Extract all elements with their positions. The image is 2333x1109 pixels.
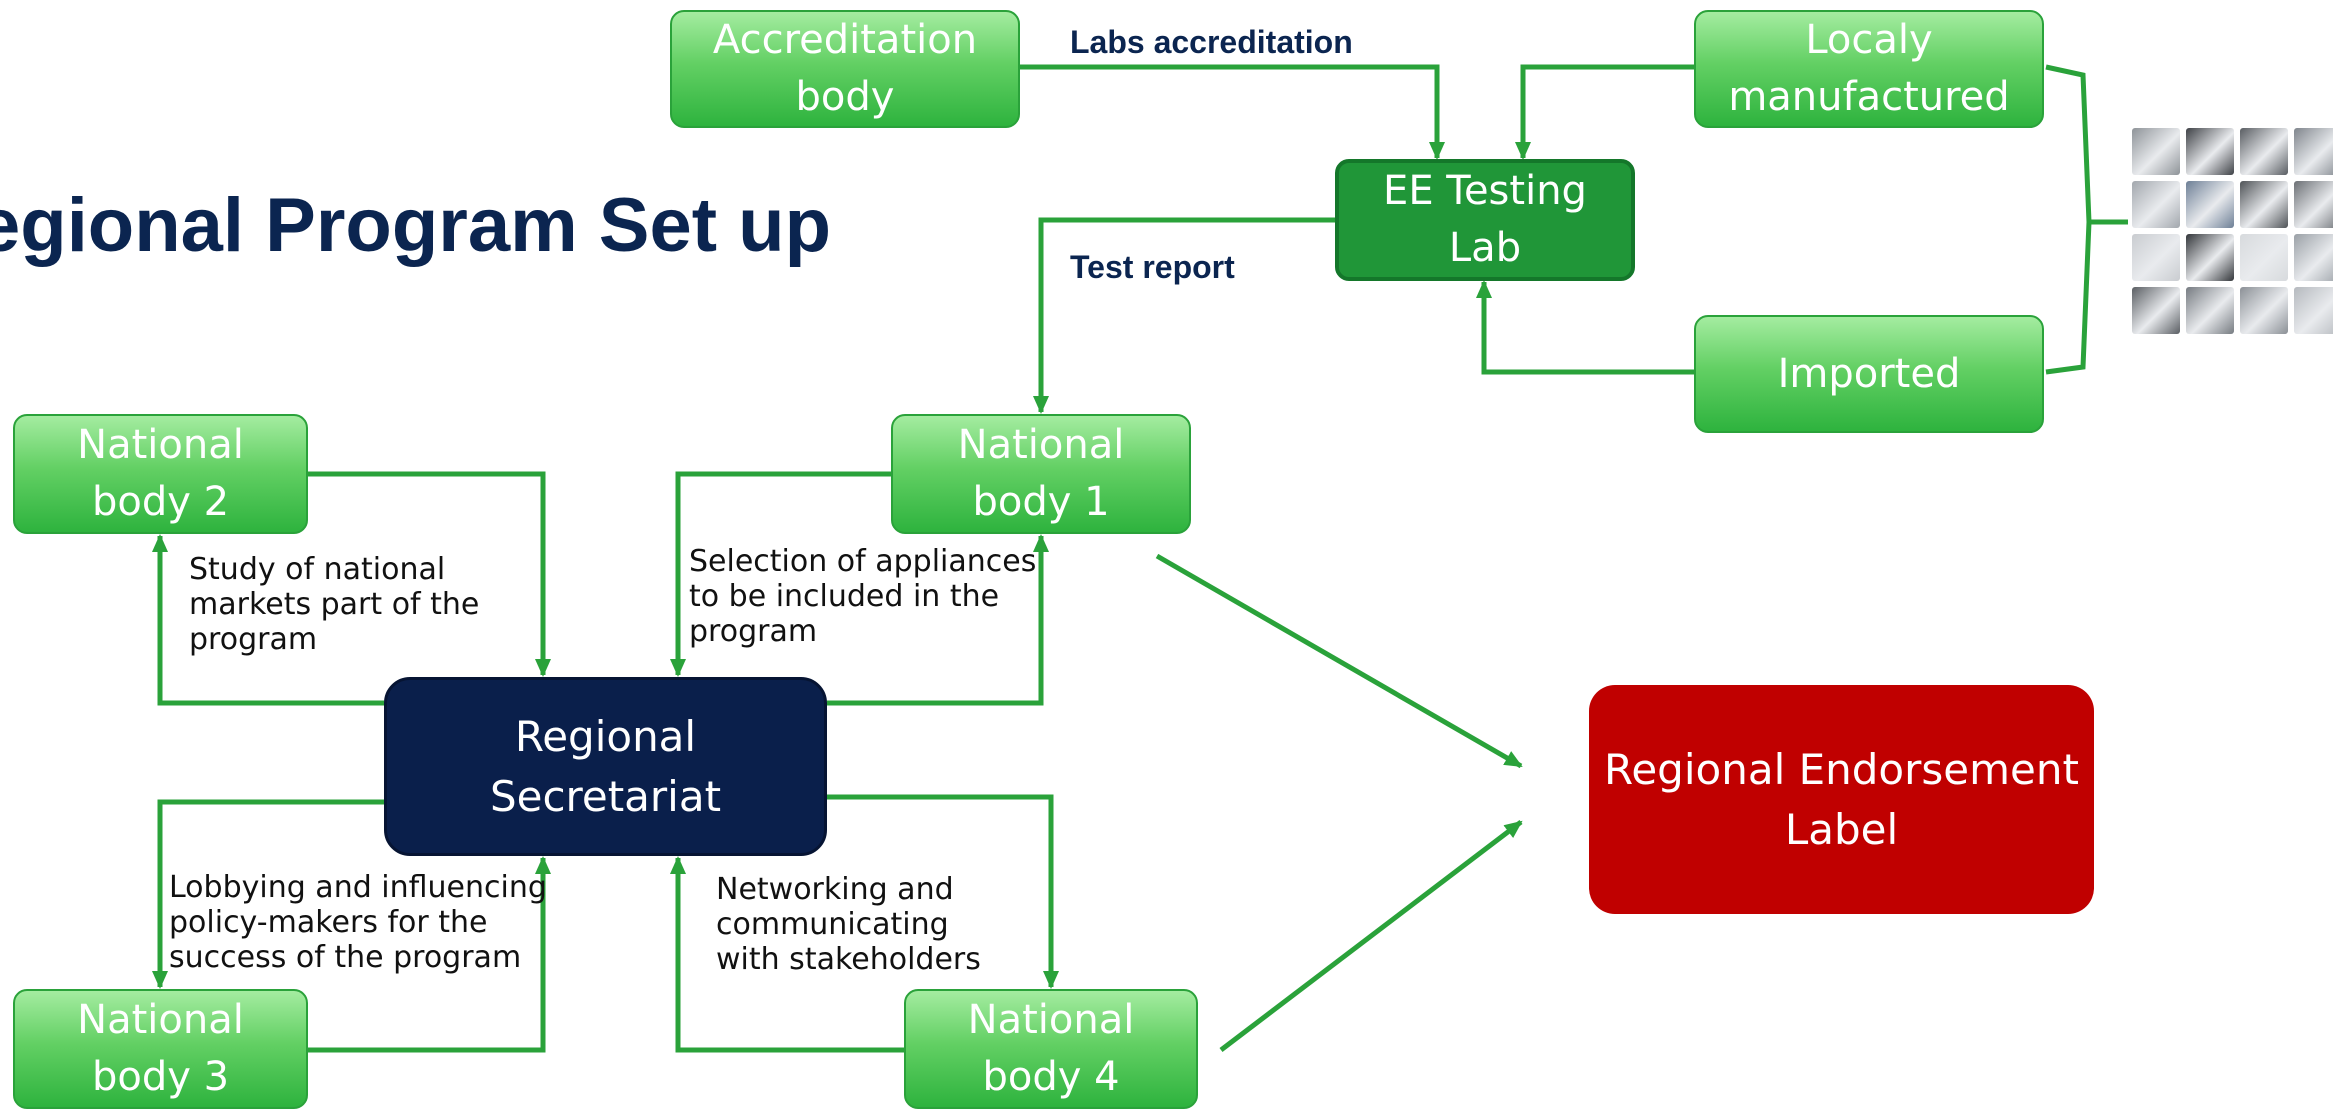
arrow-accreditation-to-lab — [1020, 64, 1445, 160]
arrow-national-body-1-to-secretariat — [670, 471, 891, 677]
appliance-photo-thumbnail — [2240, 128, 2288, 175]
appliance-photo-thumbnail — [2186, 181, 2234, 228]
appliance-photo-thumbnail — [2294, 181, 2333, 228]
national-body-4-label: National body 4 — [967, 997, 1135, 1100]
arrow-national-body-3-to-secretariat — [308, 856, 551, 1053]
test-report-edge-label: Test report — [1070, 249, 1235, 285]
page-title: egional Program Set up — [0, 183, 832, 268]
appliance-photo-thumbnail — [2132, 287, 2180, 334]
ee-testing-lab-node: EE Testing Lab — [1335, 159, 1635, 281]
arrow-secretariat-to-national-body-3 — [152, 799, 384, 989]
bracket-appliance-sources — [2045, 64, 2128, 375]
national-body-3-label: National body 3 — [77, 997, 244, 1100]
appliance-photo-thumbnail — [2132, 181, 2180, 228]
appliance-photo-thumbnail — [2186, 234, 2234, 281]
national-body-2-node: National body 2 — [13, 414, 308, 534]
imported-label: Imported — [1777, 350, 1961, 397]
selection-edge-label: Selection of appliances to be included i… — [689, 544, 1037, 649]
arrow-local-to-lab — [1515, 64, 1694, 160]
accreditation-body-label: Accreditation body — [712, 17, 978, 120]
regional-secretariat-label: Regional Secretariat — [489, 711, 722, 821]
appliance-photo-thumbnail — [2240, 287, 2288, 334]
regional-secretariat-node: Regional Secretariat — [384, 677, 827, 856]
locally-manufactured-label: Localy manufactured — [1728, 17, 2010, 120]
arrow-imported-to-lab — [1476, 280, 1694, 375]
labs-accreditation-edge-label: Labs accreditation — [1070, 24, 1353, 60]
appliance-photo-thumbnail — [2294, 234, 2333, 281]
arrow-national-body-4-to-endorsement — [1219, 820, 1523, 1052]
arrow-secretariat-to-national-body-2 — [152, 534, 384, 706]
national-body-4-node: National body 4 — [904, 989, 1198, 1109]
arrow-lab-to-national-body-1 — [1033, 217, 1335, 414]
networking-edge-label: Networking and communicating with stakeh… — [716, 872, 981, 977]
accreditation-body-node: Accreditation body — [670, 10, 1020, 128]
study-edge-label: Study of national markets part of the pr… — [189, 552, 480, 657]
regional-endorsement-label-node: Regional Endorsement Label — [1589, 685, 2094, 914]
appliance-photo-thumbnail — [2186, 128, 2234, 175]
lobbying-edge-label: Lobbying and influencing policy-makers f… — [169, 870, 547, 975]
appliance-photo-thumbnail — [2186, 287, 2234, 334]
arrow-national-body-1-to-endorsement — [1155, 553, 1523, 769]
regional-endorsement-label-text: Regional Endorsement Label — [1604, 744, 2079, 854]
ee-testing-lab-label: EE Testing Lab — [1383, 168, 1587, 271]
appliance-photo-thumbnail — [2240, 234, 2288, 281]
appliance-photo-thumbnail — [2240, 181, 2288, 228]
appliance-photo-thumbnail — [2294, 128, 2333, 175]
national-body-3-node: National body 3 — [13, 989, 308, 1109]
arrow-secretariat-to-national-body-4 — [827, 794, 1059, 989]
appliance-photo-thumbnail — [2132, 234, 2180, 281]
locally-manufactured-node: Localy manufactured — [1694, 10, 2044, 128]
imported-node: Imported — [1694, 315, 2044, 433]
arrow-national-body-4-to-secretariat — [670, 856, 904, 1053]
appliance-photo-thumbnail — [2294, 287, 2333, 334]
arrow-secretariat-to-national-body-1 — [827, 534, 1049, 706]
national-body-1-label: National body 1 — [957, 422, 1125, 525]
national-body-2-label: National body 2 — [77, 422, 244, 525]
appliance-photo-thumbnail — [2132, 128, 2180, 175]
arrow-national-body-2-to-secretariat — [308, 471, 551, 677]
appliance-photo-grid — [2132, 128, 2333, 334]
national-body-1-node: National body 1 — [891, 414, 1191, 534]
